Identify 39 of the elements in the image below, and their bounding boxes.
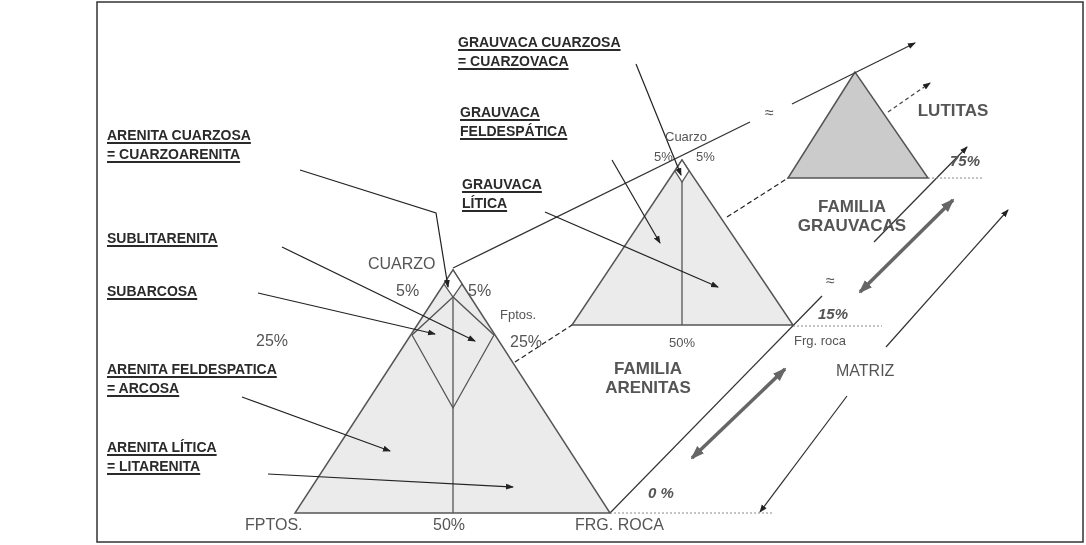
percent-label: 5% <box>654 150 673 165</box>
callout-label: GRAUVACA LÍTICA <box>462 175 572 213</box>
vertex-label: FRG. ROCA <box>575 516 664 534</box>
break-symbol: ≈ <box>765 104 774 122</box>
callout-label: SUBLITARENITA <box>107 229 277 248</box>
callout-label: ARENITA CUARZOSA = CUARZOARENITA <box>107 126 337 164</box>
region-label: LUTITAS <box>916 102 990 121</box>
family-label: FAMILIA ARENITAS <box>604 360 692 398</box>
break-symbol: ≈ <box>826 272 835 290</box>
percent-label: 50% <box>433 516 466 534</box>
leader-arrow <box>267 473 514 490</box>
callout-label: SUBARCOSA <box>107 282 277 301</box>
leader-arrow <box>299 169 450 288</box>
vertex-label: CUARZO <box>368 255 436 273</box>
vertex-label: FPTOS. <box>245 516 303 534</box>
percent-label: 25% <box>510 333 543 351</box>
leader-arrow <box>611 159 661 244</box>
leader-arrow <box>281 246 476 342</box>
leader-arrow <box>257 292 436 336</box>
callout-label: GRAUVACA FELDESPÁTICA <box>460 103 610 141</box>
vertex-label: Cuarzo <box>665 130 707 145</box>
callout-label: GRAUVACA CUARZOSA = CUARZOVACA <box>458 33 678 71</box>
leader-arrow <box>241 396 391 452</box>
percent-label: 15% <box>818 306 849 323</box>
percent-label: 50% <box>669 336 696 351</box>
leader-arrow <box>544 211 719 288</box>
leader-arrow <box>635 63 682 176</box>
callout-label: ARENITA LÍTICA = LITARENITA <box>107 438 307 476</box>
vertex-label: Frg. roca <box>794 334 846 349</box>
percent-label: 5% <box>396 282 420 300</box>
vertex-label: Fptos. <box>500 308 537 323</box>
percent-label: 25% <box>256 332 289 350</box>
percent-label: 5% <box>468 282 492 300</box>
percent-label: 5% <box>696 150 715 165</box>
callout-label: ARENITA FELDESPATICA = ARCOSA <box>107 360 337 398</box>
percent-label: 0 % <box>648 485 674 502</box>
percent-label: 75% <box>950 153 981 170</box>
dashed-line <box>514 324 573 363</box>
component-label: MATRIZ <box>836 362 895 380</box>
